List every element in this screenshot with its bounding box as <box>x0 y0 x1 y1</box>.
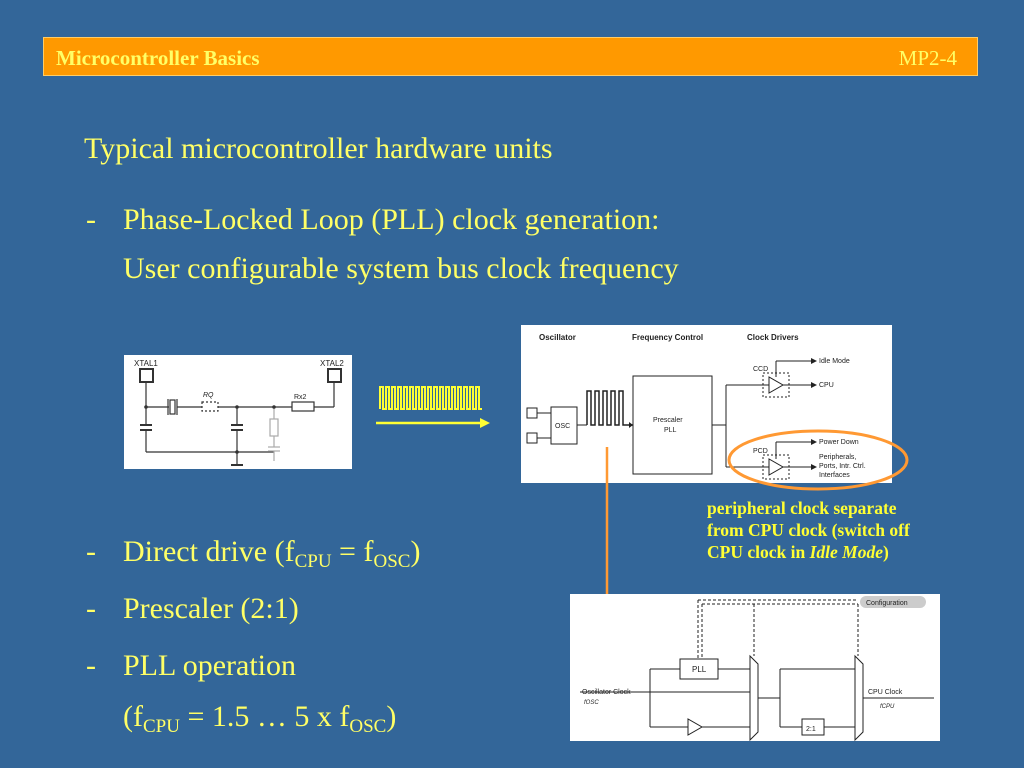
prescaler-item: Prescaler (2:1) <box>123 592 299 625</box>
crystal-circuit-diagram: XTAL1 XTAL2 RQ Rx2 <box>124 355 352 469</box>
frequency-control-label: Frequency Control <box>632 333 703 342</box>
ccd-label: CCD <box>753 366 768 373</box>
pll-item-line1: Phase-Locked Loop (PLL) clock generation… <box>123 203 660 236</box>
bullet-dash: - <box>86 649 96 682</box>
direct-drive-item: Direct drive (fCPU = fOSC) <box>123 535 421 572</box>
pll-operation-formula: (fCPU = 1.5 … 5 x fOSC) <box>123 700 397 737</box>
bullet-dash: - <box>86 535 96 568</box>
pll-item-line2: User configurable system bus clock frequ… <box>123 252 679 285</box>
rq-label: RQ <box>203 392 214 399</box>
bullet-dash: - <box>86 203 96 236</box>
pll-label: PLL <box>664 427 677 434</box>
pll-box-label: PLL <box>692 665 707 674</box>
rx2-label: Rx2 <box>294 394 307 401</box>
header-title: Microcontroller Basics <box>56 46 260 70</box>
cpu-label: CPU <box>819 382 834 389</box>
oscillator-label: Oscillator <box>539 333 576 342</box>
peripherals-label: Peripherals, <box>819 454 856 461</box>
fosc-label: fOSC <box>584 700 599 706</box>
clock-signal-arrow <box>376 386 490 428</box>
clock-mux-diagram: Configuration PLL 2:1 Oscillator Clock f… <box>570 594 940 742</box>
peripheral-highlight-ellipse <box>727 429 909 491</box>
cpu-clock-label: CPU Clock <box>868 689 903 696</box>
clock-block-diagram: Oscillator Frequency Control Clock Drive… <box>521 325 892 483</box>
fcpu-label: fCPU <box>880 704 895 710</box>
idle-mode-label: Idle Mode <box>819 358 850 365</box>
xtal1-label: XTAL1 <box>134 359 158 368</box>
pll-operation-item: PLL operation <box>123 649 297 682</box>
xtal2-label: XTAL2 <box>320 359 344 368</box>
slide-heading: Typical microcontroller hardware units <box>84 132 553 165</box>
configuration-label: Configuration <box>866 600 908 607</box>
ports-label: Ports, Intr. Ctrl. <box>819 463 866 470</box>
slide-header: Microcontroller Basics MP2-4 <box>43 37 978 76</box>
osc-label: OSC <box>555 423 570 430</box>
ratio-label: 2:1 <box>806 726 816 733</box>
peripheral-clock-note: peripheral clock separate from CPU clock… <box>707 498 910 562</box>
pcd-label: PCD <box>753 448 768 455</box>
prescaler-label: Prescaler <box>653 417 683 424</box>
page-number: MP2-4 <box>898 46 957 70</box>
interfaces-label: Interfaces <box>819 472 850 479</box>
power-down-label: Power Down <box>819 439 859 446</box>
clock-drivers-label: Clock Drivers <box>747 333 799 342</box>
oscillator-clock-label: Oscillator Clock <box>582 689 631 696</box>
bullet-dash: - <box>86 592 96 625</box>
